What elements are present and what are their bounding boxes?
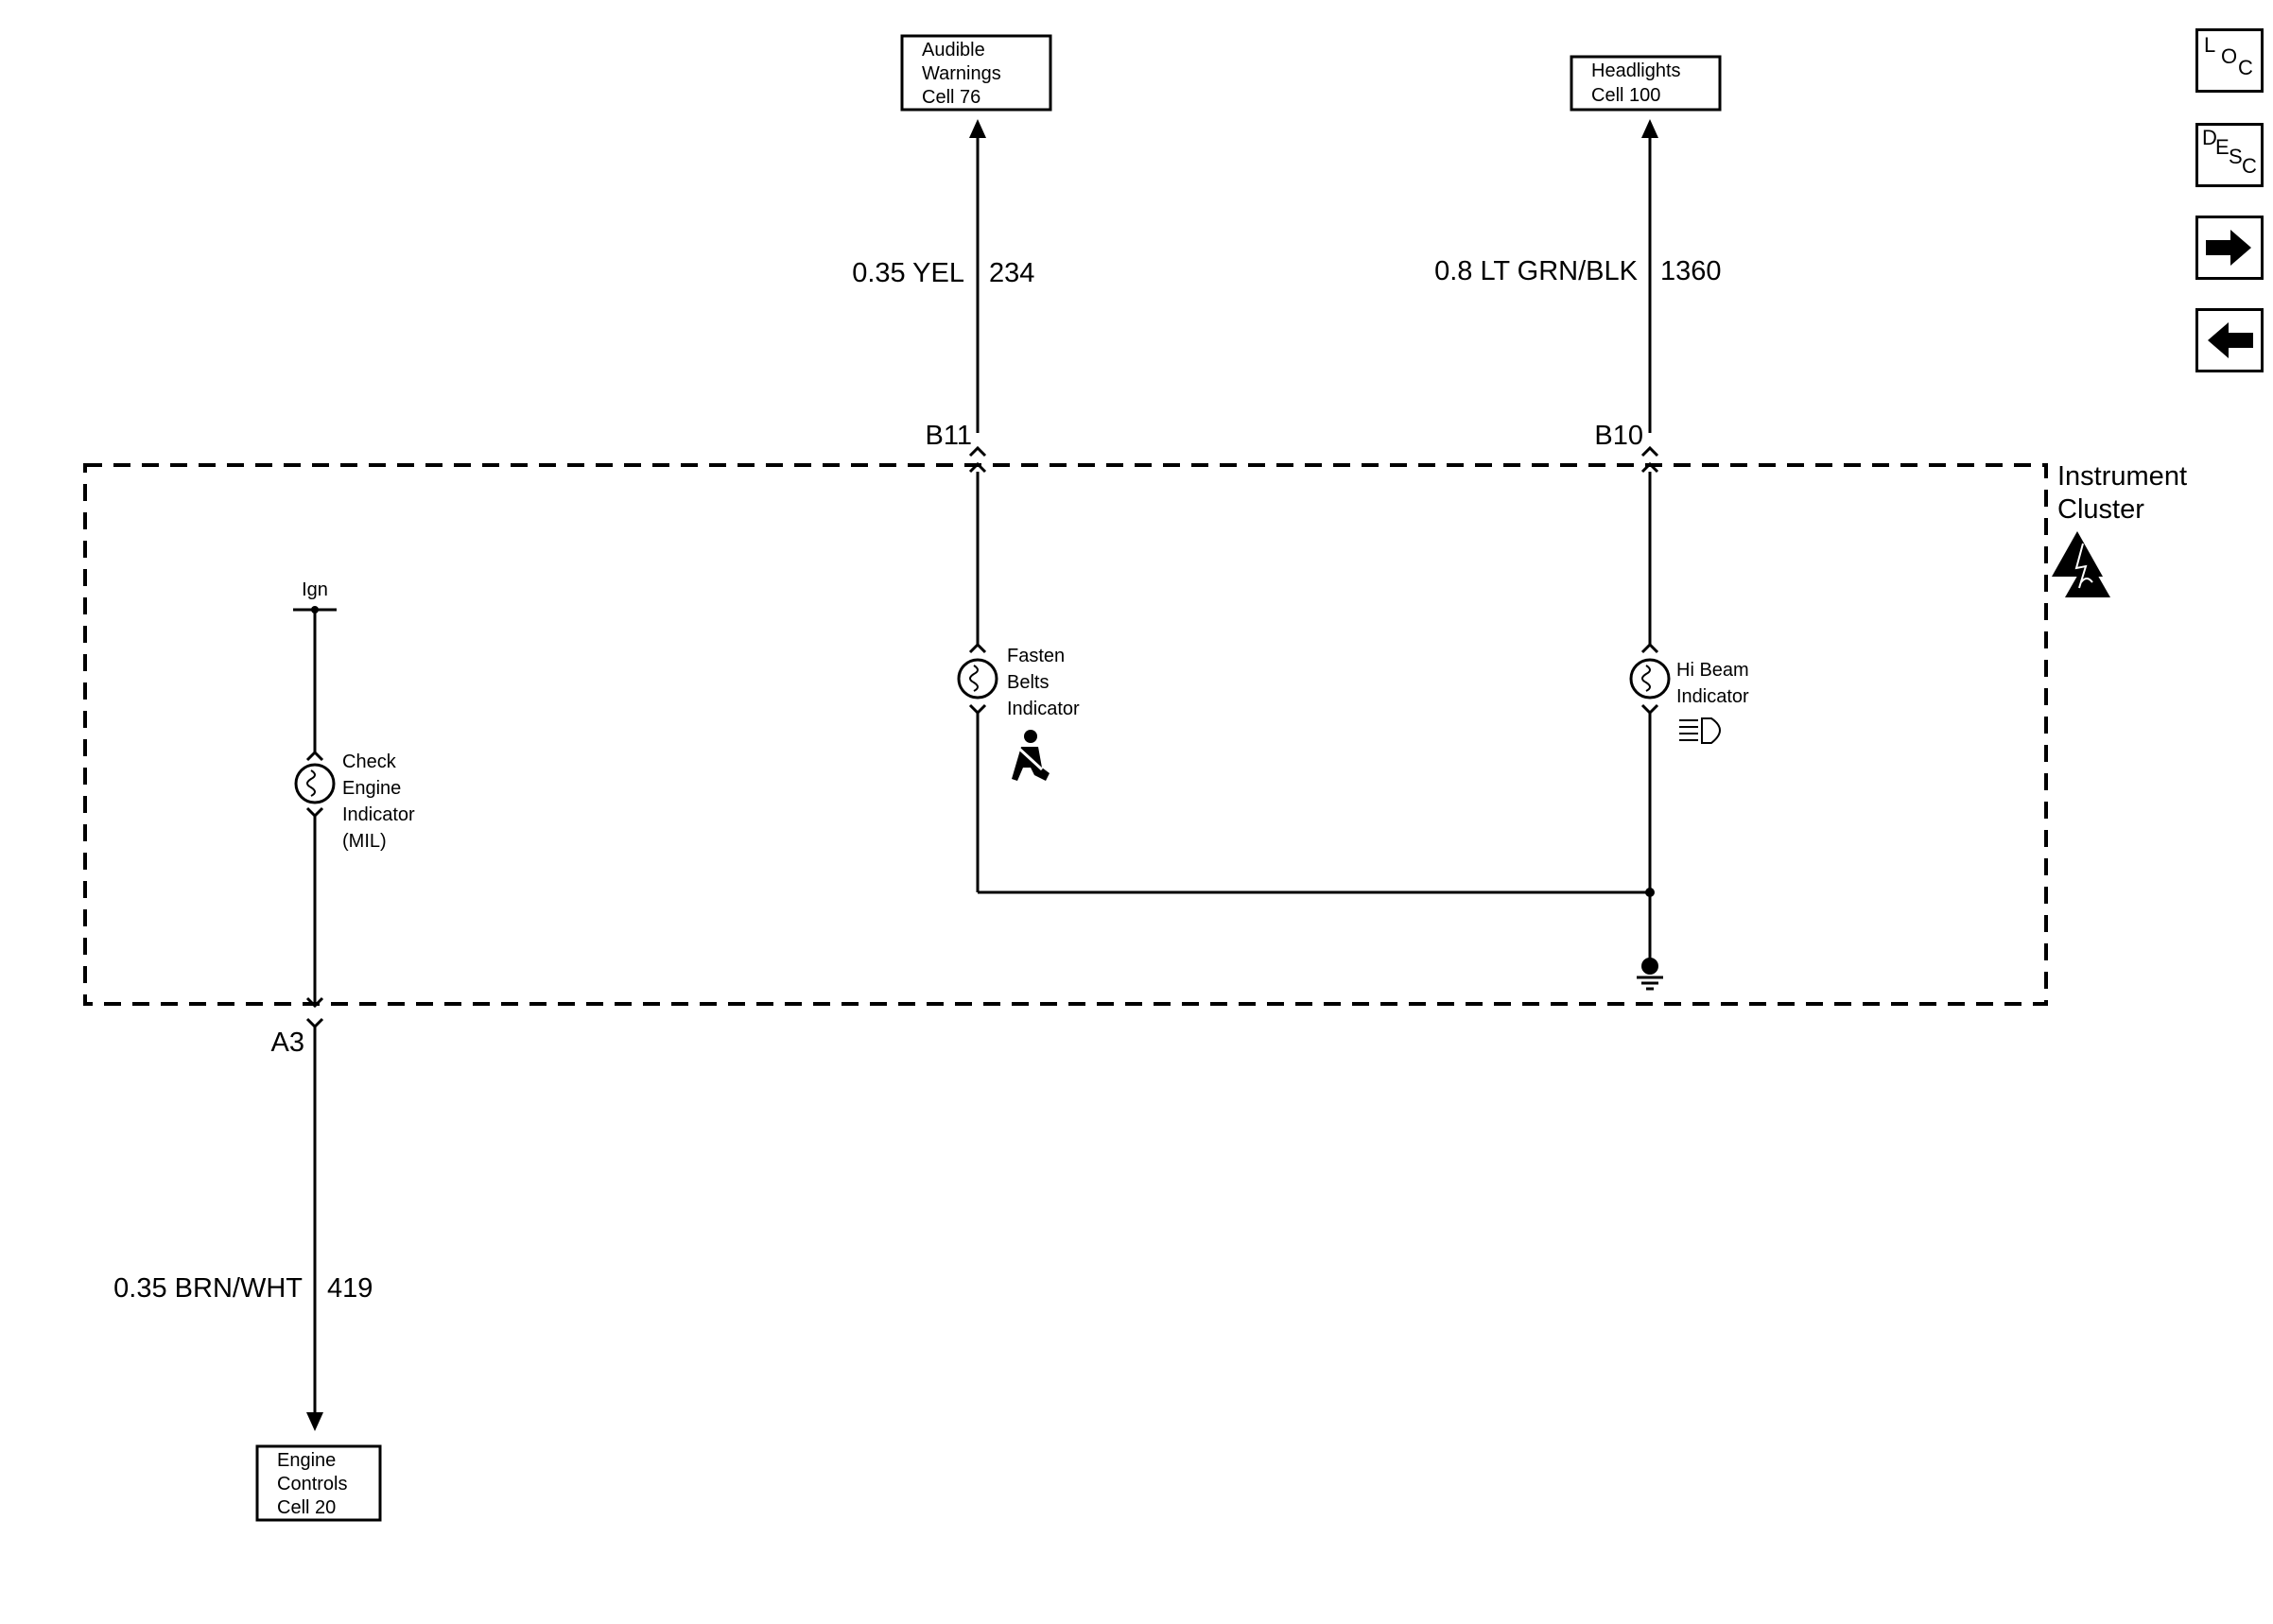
- audible-warnings-box[interactable]: Audible Warnings Cell 76: [900, 34, 1052, 112]
- connector-a3: A3: [271, 1028, 304, 1058]
- desc-letter-c: C: [2242, 154, 2257, 178]
- svg-text:Belts: Belts: [1007, 672, 1049, 693]
- ign-node: [311, 606, 319, 613]
- wire-234-color: 0.35 YEL: [852, 258, 964, 288]
- wire-419-color: 0.35 BRN/WHT: [113, 1273, 303, 1304]
- ign-label: Ign: [302, 579, 328, 600]
- svg-text:Engine: Engine: [342, 778, 401, 799]
- next-page-button[interactable]: [2195, 216, 2264, 280]
- svg-text:Indicator: Indicator: [1007, 699, 1080, 719]
- headlights-line2: Cell 100: [1591, 85, 1660, 106]
- headlights-line1: Headlights: [1591, 60, 1681, 81]
- engine-controls-line1: Engine: [277, 1450, 336, 1471]
- svg-text:(MIL): (MIL): [342, 831, 387, 852]
- prev-page-button[interactable]: [2195, 308, 2264, 372]
- wire-234: [957, 119, 1650, 894]
- hi-beam-icon: [1679, 717, 1721, 744]
- desc-letter-d: D: [2202, 126, 2217, 149]
- check-engine-label: Check Engine Indicator (MIL): [342, 752, 415, 852]
- audible-warnings-line3: Cell 76: [922, 87, 980, 108]
- esd-warning-icon: [2052, 531, 2110, 597]
- desc-button[interactable]: D E S C: [2195, 123, 2264, 187]
- seatbelt-icon: [1012, 730, 1050, 781]
- wire-1360-circuit: 1360: [1660, 256, 1722, 286]
- module-label-line2: Cluster: [2057, 494, 2144, 525]
- headlights-box[interactable]: Headlights Cell 100: [1570, 55, 1722, 112]
- audible-warnings-line1: Audible: [922, 40, 985, 60]
- loc-button[interactable]: L O C: [2195, 28, 2264, 93]
- engine-controls-box[interactable]: Engine Controls Cell 20: [255, 1444, 382, 1522]
- engine-controls-line3: Cell 20: [277, 1497, 336, 1518]
- hi-beam-label: Hi Beam Indicator: [1676, 660, 1749, 707]
- svg-text:Hi Beam: Hi Beam: [1676, 660, 1749, 681]
- svg-text:Fasten: Fasten: [1007, 646, 1065, 666]
- connector-b11: B11: [926, 421, 972, 451]
- wire-419: [293, 608, 337, 1431]
- fasten-belts-label: Fasten Belts Indicator: [1007, 646, 1080, 719]
- svg-text:Indicator: Indicator: [342, 804, 415, 825]
- loc-letter-l: L: [2204, 33, 2216, 57]
- connector-b10: B10: [1594, 421, 1643, 451]
- module-label-line1: Instrument: [2057, 461, 2187, 492]
- instrument-cluster-boundary: [83, 463, 2048, 1006]
- svg-text:Indicator: Indicator: [1676, 686, 1749, 707]
- ground-icon: [1637, 958, 1663, 991]
- desc-letter-s: S: [2229, 145, 2243, 168]
- audible-warnings-line2: Warnings: [922, 63, 1001, 84]
- splice-dot: [1645, 888, 1655, 897]
- arrow-right-icon: [2206, 230, 2251, 266]
- wire-1360: [1629, 119, 1671, 964]
- loc-letter-c: C: [2238, 56, 2253, 79]
- loc-letter-o: O: [2221, 44, 2238, 68]
- desc-letter-e: E: [2215, 135, 2230, 159]
- svg-text:Check: Check: [342, 752, 397, 772]
- wire-419-circuit: 419: [327, 1273, 373, 1304]
- wire-234-circuit: 234: [989, 258, 1034, 288]
- wire-1360-color: 0.8 LT GRN/BLK: [1434, 256, 1639, 286]
- arrow-left-icon: [2208, 322, 2253, 358]
- engine-controls-line2: Controls: [277, 1474, 347, 1494]
